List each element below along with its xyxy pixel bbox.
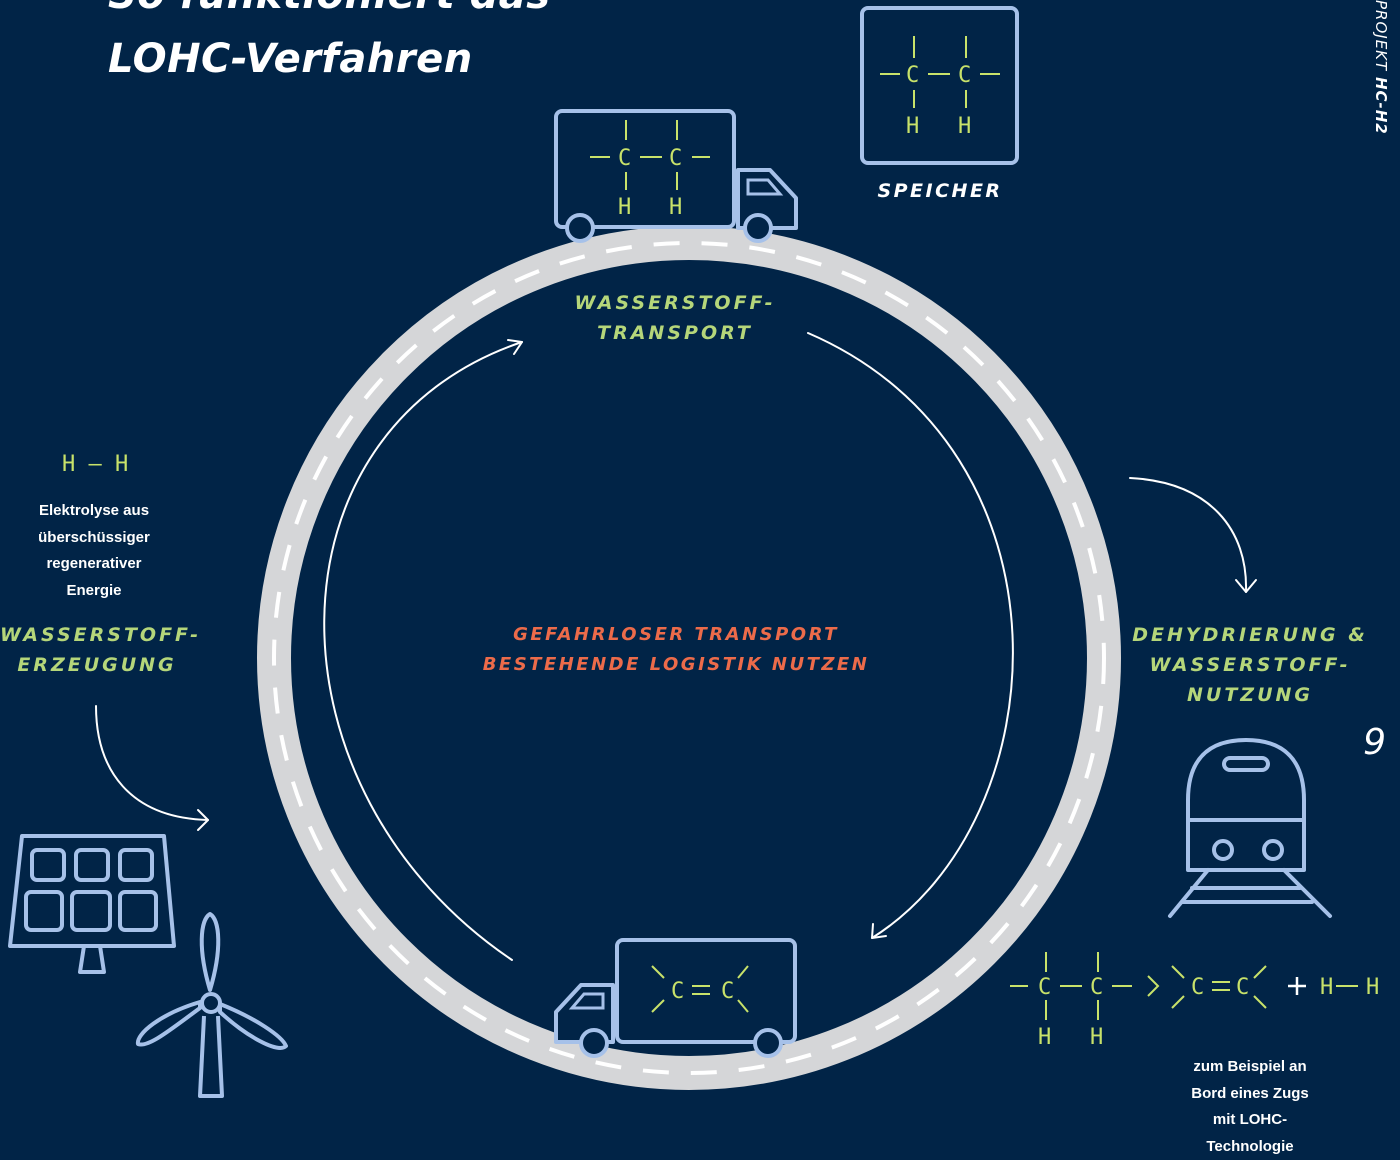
atom-h: H: [669, 195, 682, 220]
center-label-line-1: GEFAHRLOSER TRANSPORT: [476, 620, 876, 650]
dehydration-label-line-3: NUTZUNG: [1120, 680, 1380, 710]
transport-label-line-1: WASSERSTOFF-: [560, 288, 790, 318]
center-label-line-2: BESTEHENDE LOGISTIK NUTZEN: [476, 650, 876, 680]
atom-c: C: [721, 979, 734, 1004]
center-label: GEFAHRLOSER TRANSPORT BESTEHENDE LOGISTI…: [476, 620, 876, 680]
atom-h: H: [1090, 1025, 1103, 1050]
atom-c: C: [669, 146, 682, 171]
atom-h: H: [1366, 975, 1379, 1000]
dehydration-label-line-1: DEHYDRIERUNG &: [1120, 620, 1380, 650]
transport-label-line-2: TRANSPORT: [560, 318, 790, 348]
transport-label: WASSERSTOFF- TRANSPORT: [560, 288, 790, 348]
atom-h: H: [618, 195, 631, 220]
atom-c: C: [618, 146, 631, 171]
side-header: PROJEKT HC-H2: [1372, 0, 1390, 135]
production-note-line-2: überschüssiger: [14, 525, 174, 552]
storage-label: SPEICHER: [862, 180, 1018, 202]
production-note-line-4: Energie: [14, 578, 174, 605]
atom-c: C: [958, 63, 971, 88]
atom-c: C: [1090, 975, 1103, 1000]
atom-h: H: [1038, 1025, 1051, 1050]
production-label: WASSERSTOFF- ERZEUGUNG: [0, 620, 194, 680]
arrow-production: [96, 706, 208, 820]
atom-h: H: [906, 114, 919, 139]
dehydration-label: DEHYDRIERUNG & WASSERSTOFF- NUTZUNG: [1120, 620, 1380, 710]
h2-formula: H — H: [62, 452, 128, 477]
solar-panel-icon: [10, 836, 174, 972]
production-label-line-2: ERZEUGUNG: [0, 650, 194, 680]
usage-note-line-2: Bord eines Zugs: [1170, 1081, 1330, 1108]
side-header-name: HC-H2: [1372, 77, 1390, 135]
atom-h: H: [1320, 975, 1333, 1000]
page-number: 9: [1363, 722, 1386, 763]
production-label-line-1: WASSERSTOFF-: [0, 620, 194, 650]
arrow-dehydration: [1130, 478, 1246, 592]
truck-loaded-icon: C C H H: [556, 111, 796, 241]
title-line-1: So funktioniert das: [108, 0, 551, 18]
dehydration-label-line-2: WASSERSTOFF-: [1120, 650, 1380, 680]
usage-note-line-3: mit LOHC-: [1170, 1107, 1330, 1134]
wind-turbine-icon: [138, 914, 286, 1096]
atom-c: C: [1038, 975, 1051, 1000]
storage-molecule-icon: C C H H: [862, 8, 1017, 163]
title-line-2: LOHC-Verfahren: [108, 36, 473, 82]
truck-unloaded-icon: C C: [556, 940, 795, 1056]
dehydration-formula: C C H H C C H H: [1010, 952, 1379, 1050]
production-note: Elektrolyse aus überschüssiger regenerat…: [14, 498, 174, 604]
production-note-line-3: regenerativer: [14, 551, 174, 578]
usage-note-line-4: Technologie: [1170, 1134, 1330, 1160]
atom-c: C: [1236, 975, 1249, 1000]
production-note-line-1: Elektrolyse aus: [14, 498, 174, 525]
usage-note-line-1: zum Beispiel an: [1170, 1054, 1330, 1081]
train-icon: [1170, 740, 1330, 916]
atom-h: H: [958, 114, 971, 139]
atom-c: C: [671, 979, 684, 1004]
usage-note: zum Beispiel an Bord eines Zugs mit LOHC…: [1170, 1054, 1330, 1160]
atom-c: C: [906, 63, 919, 88]
side-header-prefix: PROJEKT: [1372, 0, 1390, 71]
atom-c: C: [1191, 975, 1204, 1000]
